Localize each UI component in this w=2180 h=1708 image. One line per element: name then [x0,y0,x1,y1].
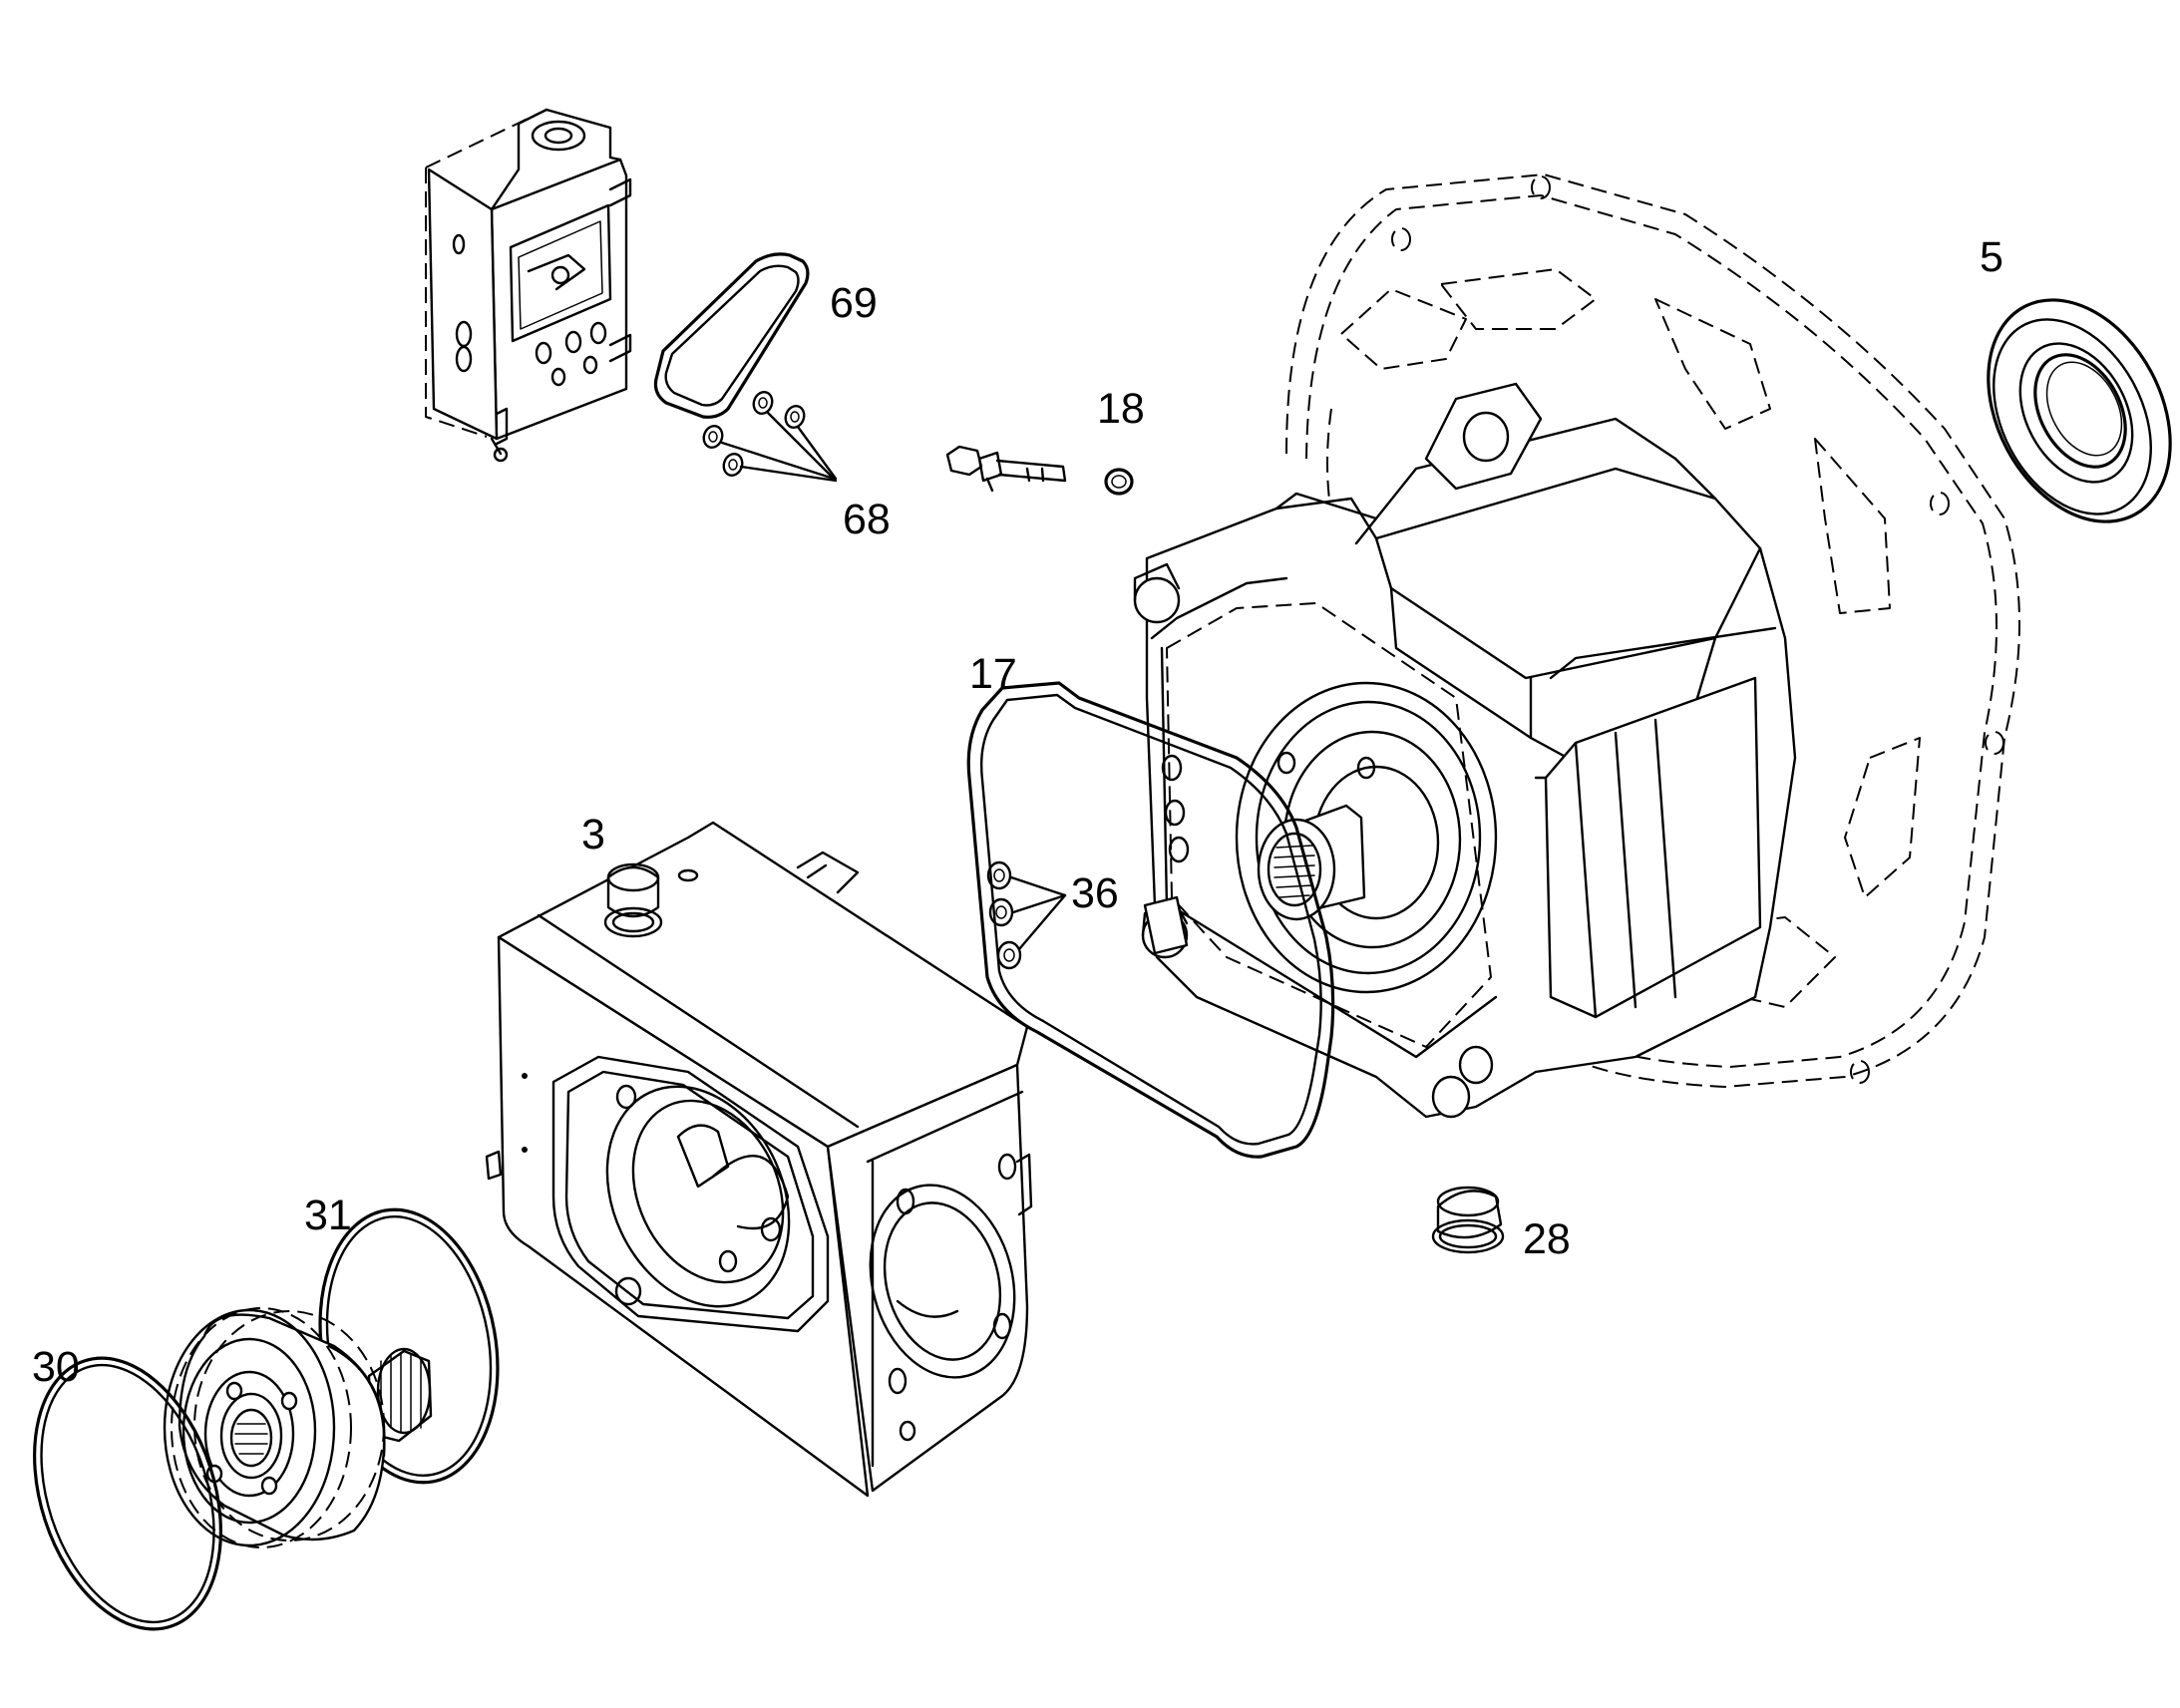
label-part-31: 31 [304,1192,352,1239]
part-36-o-rings [986,860,1067,970]
label-part-18: 18 [1097,385,1145,433]
part-17-gasket-ring [966,681,1335,1159]
part-69-gasket [653,252,810,419]
label-part-5: 5 [1980,233,2003,281]
label-part-30: 30 [32,1343,80,1391]
part-18-washer [1104,468,1134,496]
part-3-port-housing [485,821,1033,1498]
control-valve-block [425,108,632,463]
part-number-labels: 5 69 18 68 17 3 36 28 31 30 [32,233,2003,1391]
label-part-28: 28 [1523,1215,1571,1263]
part-68-o-rings [702,391,838,483]
label-part-17: 17 [969,650,1017,698]
label-part-68: 68 [843,496,891,543]
label-part-36: 36 [1071,869,1119,917]
label-part-3: 3 [581,811,605,858]
pump-main-assembly [1133,173,2020,1119]
part-28-plug [1431,1186,1505,1254]
adjusting-bolt [945,445,1067,493]
part-5-shaft-seal [1987,298,2172,523]
part-30-o-ring [33,1356,222,1631]
label-part-69: 69 [830,279,878,327]
drive-unit-assembly [163,1307,433,1548]
